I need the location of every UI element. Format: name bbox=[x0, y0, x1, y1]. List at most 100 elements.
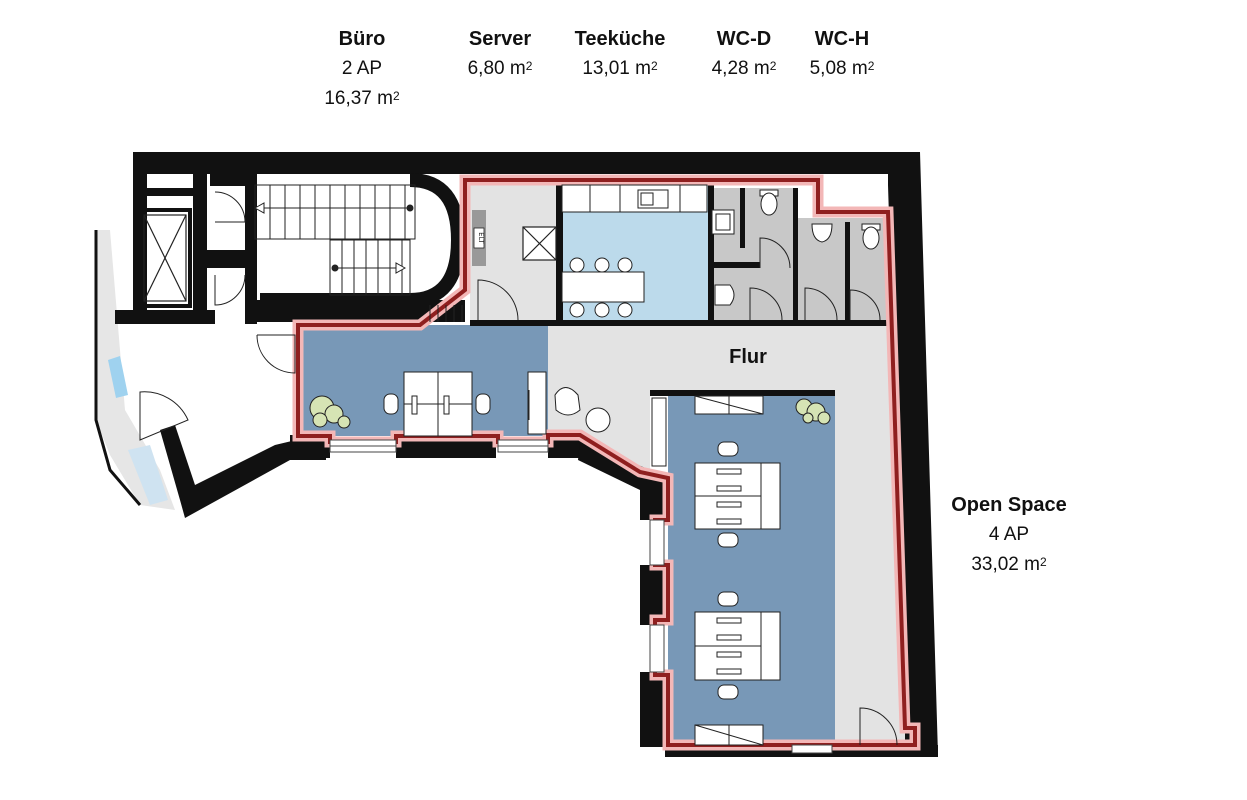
room-name-bueru: Büro bbox=[338, 28, 386, 50]
lift-shaft bbox=[143, 214, 187, 302]
wc-partition-2 bbox=[793, 188, 798, 323]
windows bbox=[329, 439, 833, 754]
left-wall-7 bbox=[207, 250, 252, 268]
sink-1 bbox=[714, 284, 735, 306]
wc-partition-3 bbox=[845, 222, 850, 322]
open-space-furniture bbox=[651, 395, 831, 746]
room-name-wc-d: WC-D bbox=[716, 28, 772, 50]
plant-open-space bbox=[795, 398, 831, 425]
toilet-1 bbox=[760, 192, 778, 216]
bueru-chair-2 bbox=[475, 393, 491, 415]
room-label-teekueche: Teeküche 13,01 m2 bbox=[558, 24, 682, 84]
room-label-wc-d: WC-D 4,28 m2 bbox=[692, 24, 796, 84]
door-wc-h[interactable] bbox=[804, 287, 838, 321]
room-area-open-space: 33,02 m2 bbox=[971, 554, 1047, 575]
door-wc-h-inner[interactable] bbox=[849, 289, 881, 321]
door-wc-d[interactable] bbox=[749, 287, 783, 321]
bueru-furniture bbox=[309, 371, 611, 437]
stair-arrow-2 bbox=[395, 262, 407, 274]
top-wall bbox=[133, 152, 920, 174]
kitchen-appliance bbox=[711, 209, 735, 235]
door-bueru[interactable] bbox=[256, 334, 296, 374]
room-name-open-space: Open Space bbox=[951, 494, 1067, 516]
room-label-flur: Flur bbox=[700, 342, 796, 372]
left-terrace bbox=[96, 230, 175, 510]
window-bottom bbox=[791, 744, 833, 754]
os-side-cabinet bbox=[651, 397, 667, 467]
right-wall bbox=[888, 152, 938, 755]
left-facade bbox=[94, 230, 142, 506]
staircase[interactable] bbox=[253, 184, 463, 322]
chair-3 bbox=[717, 591, 739, 607]
left-wall-3 bbox=[133, 188, 207, 196]
door-open-space[interactable] bbox=[859, 707, 898, 746]
bueru-chair-1 bbox=[383, 393, 399, 415]
room-name-flur: Flur bbox=[729, 346, 767, 368]
plant-bueru bbox=[309, 395, 351, 429]
room-area-teekueche: 13,01 m2 bbox=[582, 58, 658, 79]
bueru-cabinet bbox=[527, 371, 547, 435]
chair-4 bbox=[717, 684, 739, 700]
room-workplaces-open-space: 4 AP bbox=[988, 524, 1030, 545]
left-wall-4 bbox=[115, 310, 215, 324]
lift-shaft-wall bbox=[136, 208, 192, 308]
left-blue-strip bbox=[128, 445, 168, 505]
upper-stair-treads bbox=[269, 185, 406, 239]
lounge-table bbox=[585, 407, 611, 433]
door-entrance[interactable] bbox=[139, 391, 189, 441]
doors[interactable] bbox=[139, 191, 898, 746]
door-stair-1[interactable] bbox=[214, 191, 246, 223]
room-name-server: Server bbox=[468, 28, 532, 50]
toilet-2 bbox=[862, 226, 880, 250]
lower-stair-flight bbox=[329, 239, 411, 296]
room-name-teekueche: Teeküche bbox=[574, 28, 666, 50]
elevator-label: ELT bbox=[477, 232, 485, 244]
left-window-glass bbox=[108, 356, 128, 398]
door-server[interactable] bbox=[477, 279, 519, 321]
room-label-wc-h: WC-H 5,08 m2 bbox=[795, 24, 889, 84]
flur-floor bbox=[548, 325, 905, 745]
room-area-bueru: 16,37 m2 bbox=[324, 88, 400, 109]
window-os-1 bbox=[649, 519, 665, 566]
left-wall-2 bbox=[193, 174, 207, 314]
left-wall-6 bbox=[245, 174, 257, 324]
room-label-server: Server 6,80 m2 bbox=[440, 24, 560, 84]
room-area-server: 6,80 m2 bbox=[467, 58, 533, 79]
sink-2 bbox=[811, 223, 833, 243]
door-wc-vestibule[interactable] bbox=[759, 237, 791, 269]
room-label-open-space: Open Space 4 AP 33,02 m2 bbox=[930, 490, 1088, 580]
service-bottom-wall bbox=[470, 320, 888, 326]
left-lower-wall bbox=[160, 425, 296, 518]
wc-fixtures bbox=[714, 189, 881, 306]
kitchen-wc-wall bbox=[708, 178, 714, 326]
stair-housing-wall bbox=[260, 173, 466, 307]
walls bbox=[94, 152, 938, 757]
chair-1 bbox=[717, 441, 739, 457]
upper-stair-flight bbox=[254, 184, 416, 240]
room-area-wc-h: 5,08 m2 bbox=[809, 58, 875, 79]
server-kitchen-wall bbox=[556, 178, 563, 323]
kitchen-fixtures bbox=[561, 184, 735, 318]
room-area-wc-d: 4,28 m2 bbox=[711, 58, 777, 79]
os-north-wall bbox=[650, 390, 835, 396]
stair-arrow-1 bbox=[253, 202, 265, 214]
room-name-wc-h: WC-H bbox=[814, 28, 870, 50]
stair-core-wall bbox=[255, 300, 465, 322]
room-workplaces-bueru: 2 AP bbox=[341, 58, 383, 79]
kitchen-table bbox=[561, 271, 645, 303]
stair-dot-1 bbox=[406, 204, 414, 212]
chair-2 bbox=[717, 532, 739, 548]
door-stair-2[interactable] bbox=[214, 274, 246, 306]
window-os-2 bbox=[649, 624, 665, 673]
left-wall-5 bbox=[210, 174, 250, 186]
elevator-panel: ELT bbox=[472, 210, 486, 266]
kitchen-counter bbox=[561, 184, 708, 213]
wc-partition-1 bbox=[740, 188, 745, 248]
room-label-bueru: Büro 2 AP 16,37 m2 bbox=[300, 24, 424, 114]
server-shaft bbox=[522, 226, 557, 261]
lounge-chair bbox=[554, 387, 581, 416]
wc-inner-wall bbox=[712, 262, 760, 268]
small-steps bbox=[429, 305, 463, 322]
stair-dot-2 bbox=[331, 264, 339, 272]
